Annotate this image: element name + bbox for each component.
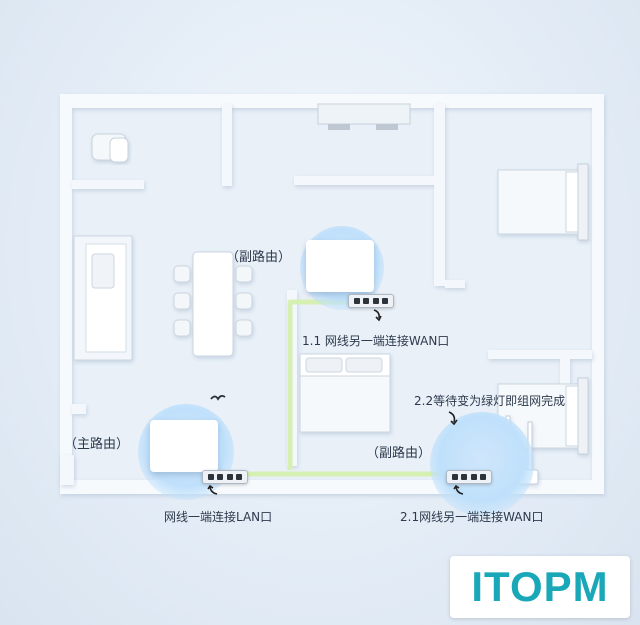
- itopm-logo: ITOPM: [450, 556, 630, 618]
- bed-top-right: [497, 163, 589, 241]
- lan-port-main: [202, 470, 248, 484]
- arrow-down-icon: [373, 309, 382, 322]
- toilet: [91, 133, 129, 163]
- arrow-down-icon: [448, 411, 458, 426]
- label-step-2-1: 2.1网线另一端连接WAN口: [400, 510, 544, 524]
- dining-table: [173, 251, 253, 357]
- sofa: [73, 235, 133, 361]
- ceiling-vent: [317, 103, 411, 130]
- arrow-up-icon: [453, 484, 464, 495]
- sub-router-top: [306, 240, 374, 292]
- label-sub-router-bottom: （副路由）: [366, 446, 432, 461]
- label-sub-router-top: （副路由）: [226, 250, 292, 265]
- bed-middle: [299, 353, 391, 433]
- label-step-2-2: 2.2等待变为绿灯即组网完成: [414, 394, 566, 408]
- arrow-up-icon: [207, 484, 218, 495]
- label-step-1-1: 1.1 网线另一端连接WAN口: [302, 334, 450, 348]
- bird-icon: [210, 394, 226, 401]
- label-step-lan: 网线一端连接LAN口: [164, 510, 273, 524]
- label-main-router: （主路由）: [64, 437, 130, 452]
- logo-text: ITOPM: [471, 563, 609, 610]
- main-router: [150, 420, 218, 472]
- sub-router-bottom-glow: [430, 412, 534, 516]
- wan-port-top: [348, 294, 394, 308]
- wan-port-bottom: [446, 470, 492, 484]
